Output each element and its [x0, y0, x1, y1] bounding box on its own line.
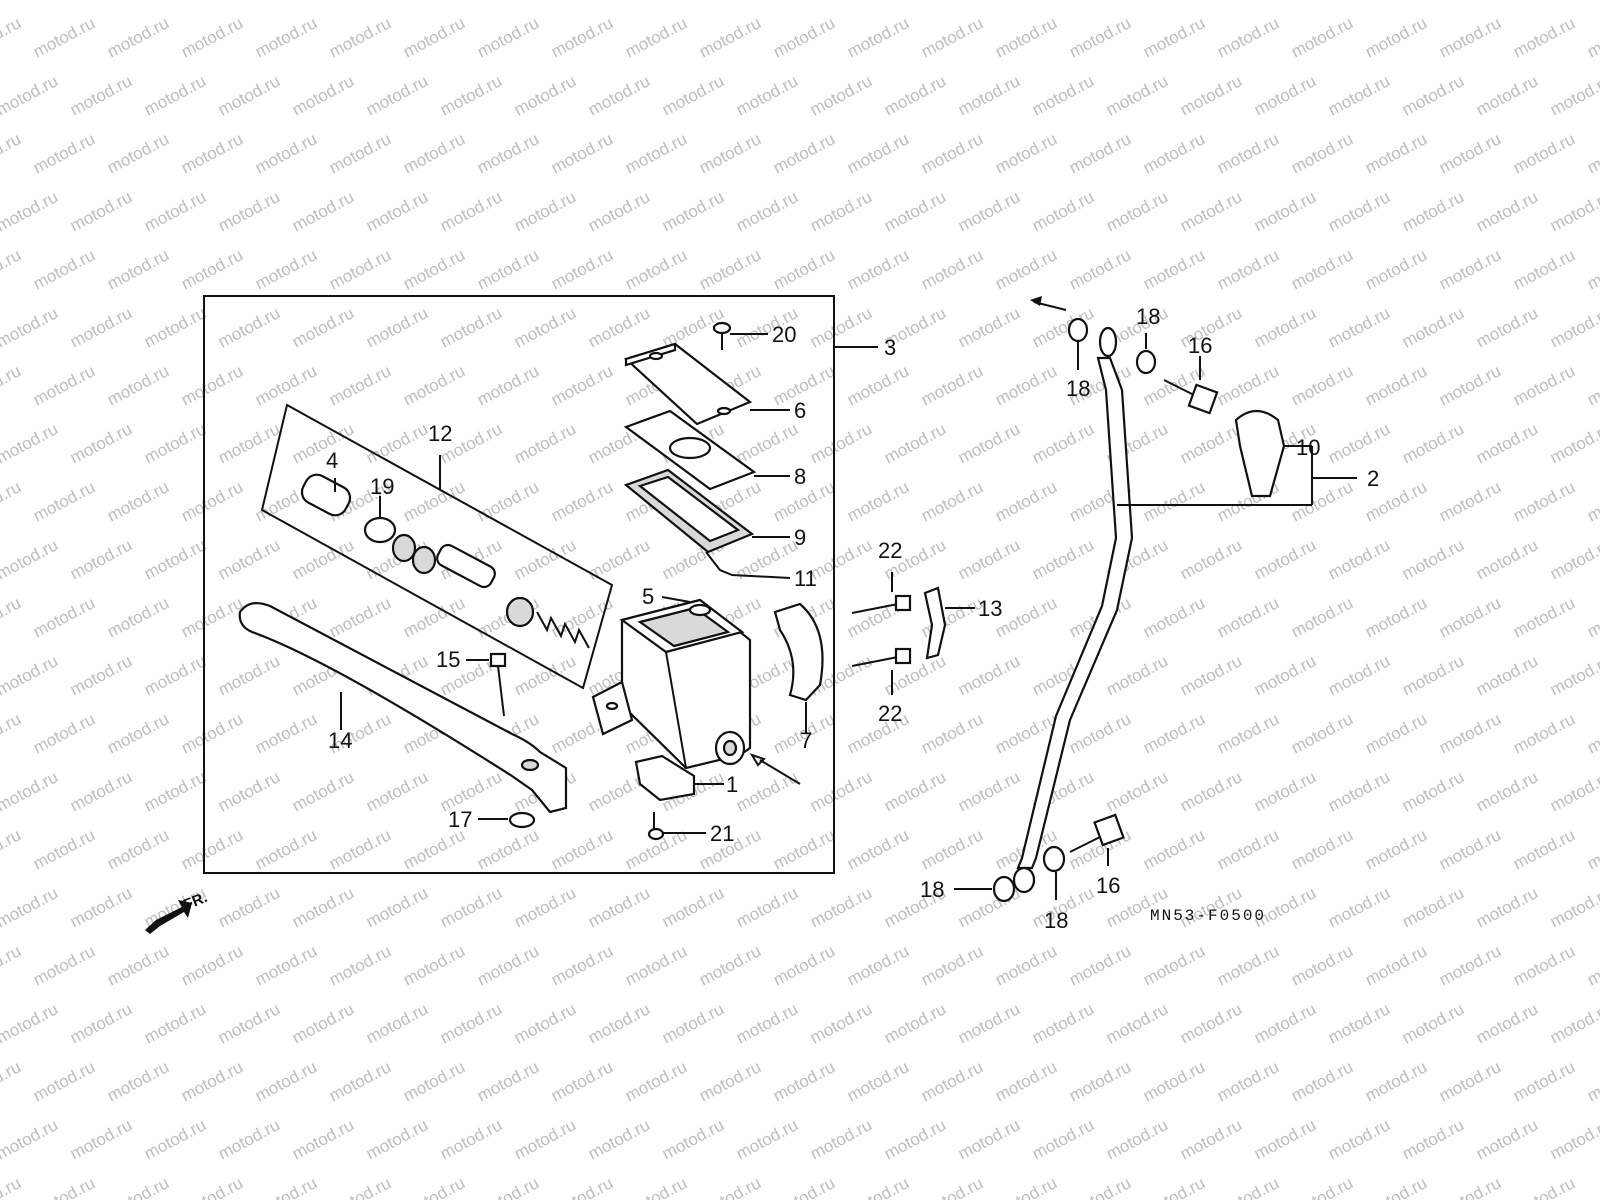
front-arrow-icon: FR.: [145, 889, 210, 934]
callout-6: 6: [794, 398, 806, 423]
holder-7: [773, 602, 824, 702]
callout-21: 21: [710, 821, 734, 846]
callout-22-bottom: 22: [878, 701, 902, 726]
piston-kit-parts: [300, 473, 590, 649]
callout-16-bottom: 16: [1096, 873, 1120, 898]
front-marker-label: FR.: [181, 889, 210, 914]
brake-lever: [238, 601, 568, 814]
callout-8: 8: [794, 464, 806, 489]
callout-4: 4: [326, 448, 338, 473]
callout-12: 12: [428, 421, 452, 446]
callout-20: 20: [772, 322, 796, 347]
callout-13: 13: [978, 596, 1002, 621]
callout-17: 17: [448, 807, 472, 832]
callout-19: 19: [370, 474, 394, 499]
clip-5: [661, 596, 712, 617]
callout-18-top-left: 18: [1066, 376, 1090, 401]
diagram-code: MN53-F0500: [1150, 907, 1266, 925]
callout-3: 3: [884, 335, 896, 360]
screw-21: [647, 812, 706, 841]
callout-5: 5: [642, 584, 654, 609]
nut-17: [478, 811, 536, 829]
callout-2: 2: [1367, 466, 1379, 491]
callout-16-top: 16: [1188, 333, 1212, 358]
callout-22-top: 22: [878, 538, 902, 563]
callout-18-bottom-right: 18: [1044, 908, 1068, 933]
banjo-cap-10: [1234, 409, 1312, 498]
brake-hose: [1012, 326, 1357, 894]
switch-13: [923, 586, 947, 660]
callout-9: 9: [794, 525, 806, 550]
pivot-bolt-15: [466, 652, 507, 717]
master-cylinder-body: [591, 598, 752, 770]
callout-14: 14: [328, 728, 352, 753]
piston-kit-frame: [260, 403, 614, 690]
callout-18-top-right: 18: [1136, 304, 1160, 329]
screw-20: [712, 321, 768, 350]
callout-10: 10: [1296, 435, 1320, 460]
callout-18-bottom-left: 18: [920, 877, 944, 902]
sealing-washers: [954, 317, 1157, 903]
assembly-frame: [203, 295, 835, 874]
callout-7: 7: [800, 728, 812, 753]
brake-switch-1: [634, 754, 724, 802]
callout-1: 1: [726, 772, 738, 797]
banjo-bolts: [1069, 356, 1219, 866]
callout-15: 15: [436, 647, 460, 672]
callout-11: 11: [794, 566, 817, 591]
holder-bolts: [851, 572, 912, 695]
